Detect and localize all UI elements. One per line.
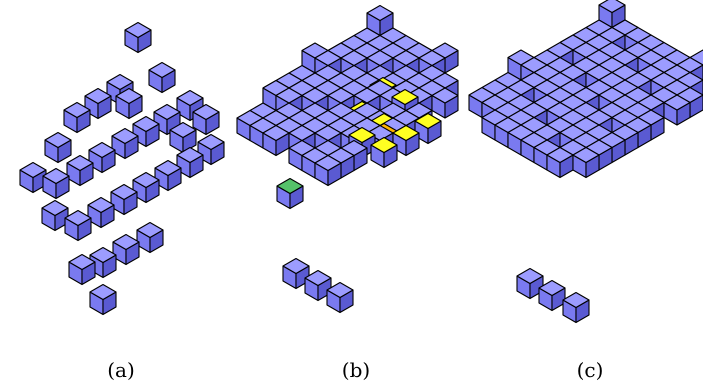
cube [663, 94, 691, 126]
cube [111, 127, 139, 160]
cube [87, 196, 115, 229]
highlighted-cube-yellow [370, 136, 398, 169]
cube [41, 199, 69, 232]
caption-a: (a) [107, 358, 135, 382]
cube [89, 283, 117, 316]
cube [148, 61, 176, 94]
panel-b-cube-surface-with-highlights [236, 4, 459, 314]
cube [42, 167, 70, 200]
caption-b: (b) [341, 358, 371, 382]
cube [562, 291, 590, 324]
cube [314, 154, 342, 187]
cube [63, 101, 91, 134]
cube [538, 279, 566, 312]
cube [112, 233, 140, 266]
cube [132, 171, 160, 204]
cube [88, 141, 116, 174]
cube [19, 161, 47, 194]
panel-c-full-cube-surface [468, 0, 703, 324]
cube [431, 87, 459, 119]
caption-c: (c) [576, 358, 604, 382]
cube [169, 121, 197, 154]
panel-a-sparse-cube-arrangement [19, 21, 225, 316]
cube [115, 87, 143, 120]
cube [572, 146, 600, 179]
cube [192, 103, 220, 136]
cube [516, 267, 544, 300]
cube [84, 87, 112, 120]
cube [124, 21, 152, 54]
cube [66, 154, 94, 187]
cube [44, 131, 72, 164]
highlighted-cube-green [276, 177, 304, 210]
highlighted-cube-yellow [392, 124, 420, 157]
cube [136, 221, 164, 254]
cube [197, 133, 225, 166]
cube [326, 281, 354, 314]
isometric-cube-figure [19, 0, 703, 324]
cube [68, 253, 96, 286]
cube [64, 209, 92, 242]
